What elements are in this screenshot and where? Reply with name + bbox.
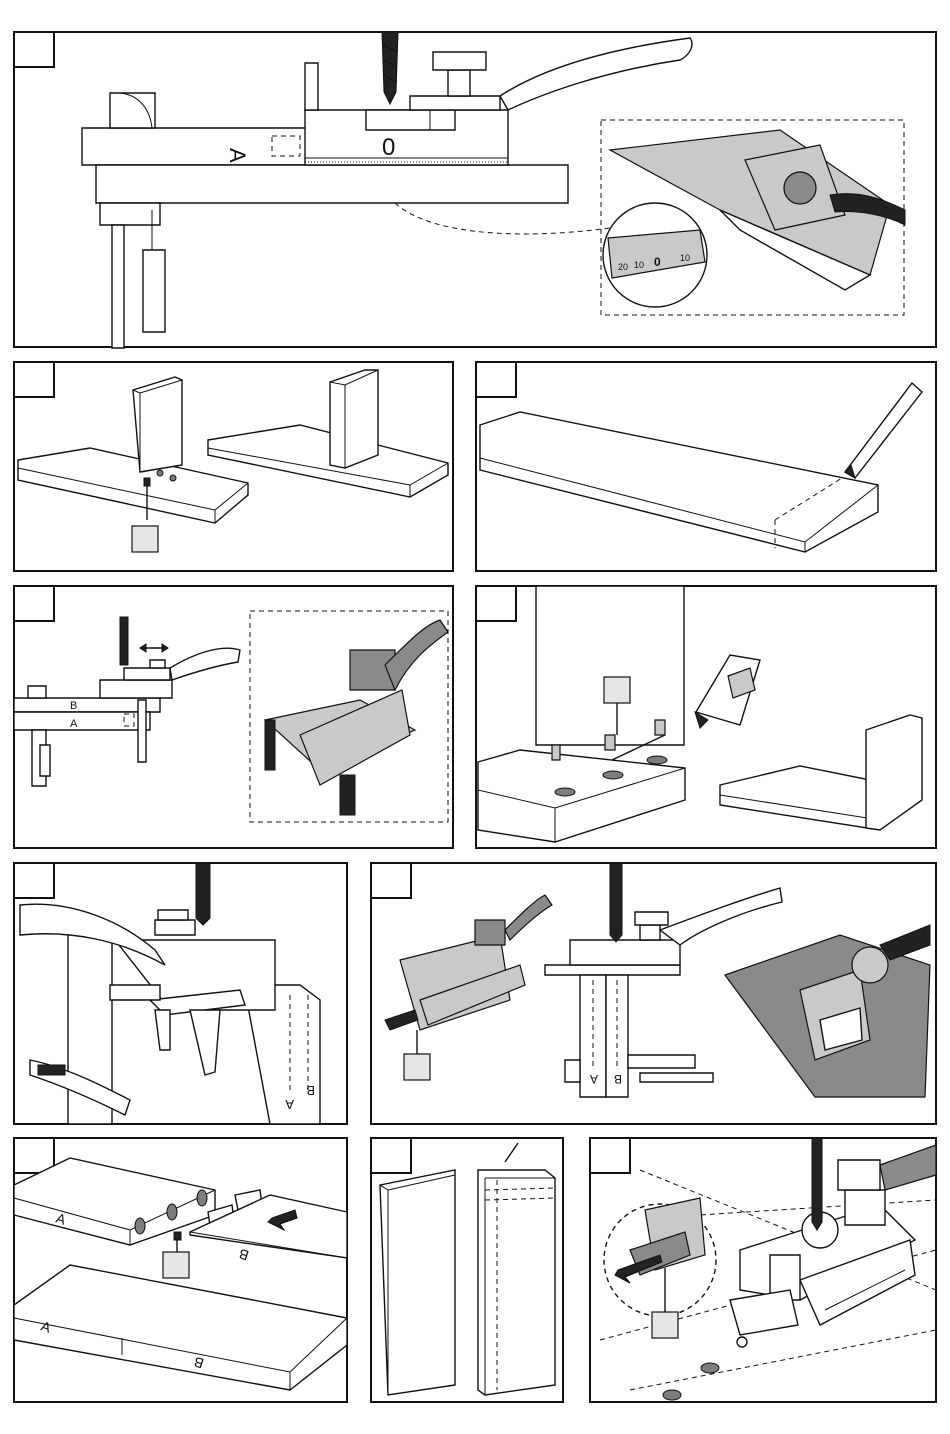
piece-a-label: A <box>70 718 78 730</box>
panel-5 <box>476 586 936 848</box>
scale-label-10-left: 10 <box>634 260 644 270</box>
panel-8: A B A B <box>14 1138 347 1402</box>
piece-a-label: A <box>590 1072 598 1086</box>
step-label-box <box>132 526 158 552</box>
panel-1: A 0 20 <box>14 32 936 348</box>
piece-a-label: A <box>285 1097 294 1112</box>
panel-7: A B <box>371 863 936 1124</box>
piece-b-label: B <box>614 1072 622 1086</box>
piece-b-label: B <box>70 700 77 712</box>
board-bottom <box>96 165 568 203</box>
drill-bit <box>196 863 210 925</box>
panel-3 <box>476 362 936 571</box>
panel-9 <box>371 1138 563 1402</box>
board-a-label: A <box>225 148 250 163</box>
panel-6: A B <box>14 863 347 1124</box>
board-a <box>82 128 310 165</box>
scale-label-zero: 0 <box>654 255 661 269</box>
clamp-grip <box>143 250 165 332</box>
drill-bit <box>610 863 622 942</box>
panel-2 <box>14 362 453 571</box>
step-label-box <box>652 1312 678 1338</box>
piece-b-label: B <box>306 1083 315 1098</box>
panel-4: B A <box>14 586 453 848</box>
scale-zero-mark: 0 <box>382 134 395 161</box>
step-label-box <box>163 1252 189 1278</box>
scale-label-10-right: 10 <box>680 253 690 263</box>
step-label-box <box>404 1054 430 1080</box>
drill-bit <box>812 1138 822 1230</box>
panel-10 <box>590 1138 936 1402</box>
scale-label-20: 20 <box>618 262 628 272</box>
drill-bit <box>382 32 398 104</box>
step-label-box <box>604 677 630 703</box>
